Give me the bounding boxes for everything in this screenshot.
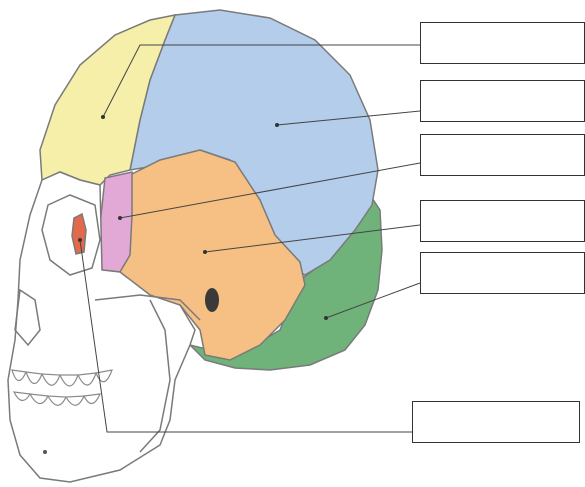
label-box-6[interactable] <box>412 401 580 443</box>
mental-foramen <box>43 450 47 454</box>
label-box-2[interactable] <box>420 80 585 122</box>
label-box-1[interactable] <box>420 22 585 64</box>
label-box-5[interactable] <box>420 252 585 294</box>
label-box-3[interactable] <box>420 134 585 176</box>
sphenoid-bone <box>100 172 132 272</box>
ear-canal <box>205 288 219 312</box>
label-box-4[interactable] <box>420 200 585 242</box>
lacrimal-bone <box>72 214 86 254</box>
